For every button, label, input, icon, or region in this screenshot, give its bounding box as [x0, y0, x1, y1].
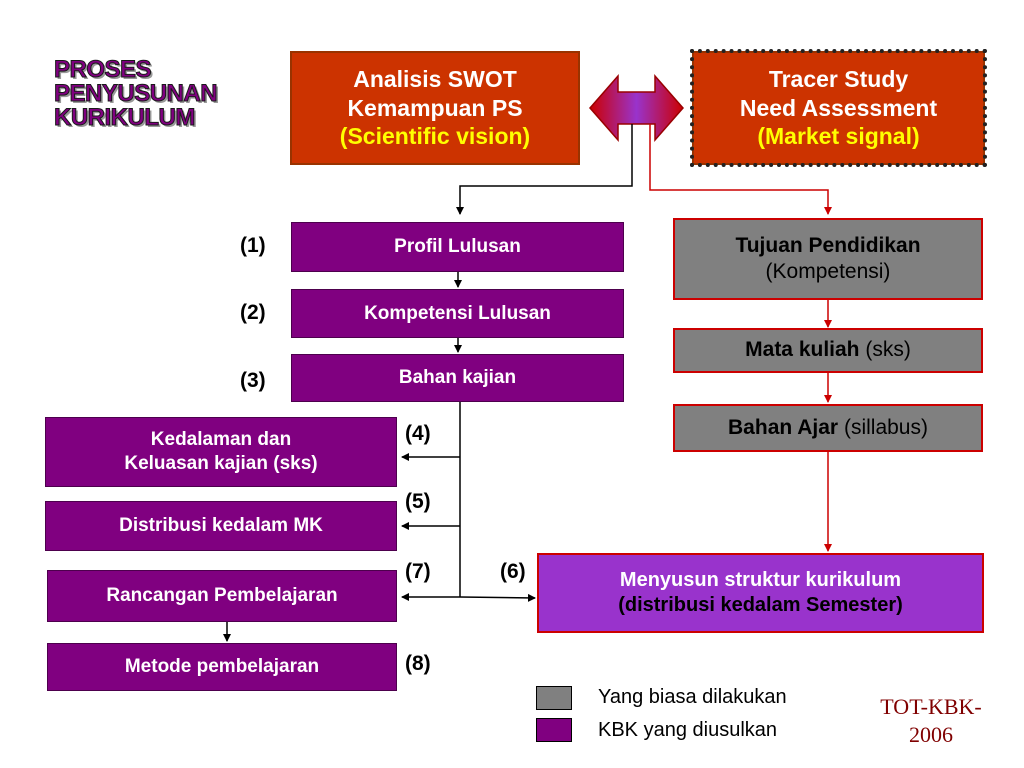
- step-number: (4): [405, 422, 431, 445]
- kedalaman-box: Kedalaman dan Keluasan kajian (sks): [45, 417, 397, 487]
- legend-swatch-purple: [536, 718, 572, 742]
- swot-line3: (Scientific vision): [339, 123, 531, 150]
- metode-box: Metode pembelajaran: [47, 643, 397, 691]
- title-line: PENYUSUNAN: [54, 80, 219, 107]
- bahan-kajian-box: Bahan kajian: [291, 354, 624, 402]
- step-number: (3): [240, 369, 266, 392]
- legend-label: Yang biasa dilakukan: [598, 686, 787, 708]
- mata-bold: Mata kuliah: [745, 338, 860, 362]
- kompetensi-lulusan-box: Kompetensi Lulusan: [291, 289, 624, 338]
- tujuan-bold: Tujuan Pendidikan: [735, 233, 921, 257]
- tracer-line3: (Market signal): [757, 123, 920, 150]
- rancangan-box: Rancangan Pembelajaran: [47, 570, 397, 622]
- mata-normal: (sks): [865, 338, 911, 362]
- profil-lulusan-box: Profil Lulusan: [291, 222, 624, 272]
- step-number: (5): [405, 490, 431, 513]
- swot-line1: Analisis SWOT: [353, 65, 517, 92]
- tracer-line1: Tracer Study: [768, 65, 909, 92]
- swot-box: Analisis SWOT Kemampuan PS (Scientific v…: [290, 51, 580, 165]
- bahanajar-bold: Bahan Ajar: [728, 415, 839, 439]
- arrow-to-tujuan: [649, 124, 832, 215]
- arrow-to-struktur: [459, 593, 536, 602]
- struktur-line1: Menyusun struktur kurikulum: [619, 569, 902, 591]
- tujuan-box: Tujuan Pendidikan (Kompetensi): [673, 218, 983, 300]
- step-number: (6): [500, 560, 526, 583]
- step-number: (7): [405, 560, 431, 583]
- bahan-ajar-box: Bahan Ajar (sillabus): [673, 404, 983, 452]
- double-arrow-icon: [589, 74, 684, 142]
- legend-swatch-gray: [536, 686, 572, 710]
- tujuan-normal: (Kompetensi): [765, 260, 891, 283]
- kedalaman-line1: Kedalaman dan: [150, 429, 292, 451]
- mata-kuliah-box: Mata kuliah (sks): [673, 328, 983, 373]
- struktur-line2: (distribusi kedalam Semester): [618, 594, 903, 616]
- legend-label: KBK yang diusulkan: [598, 719, 778, 741]
- struktur-box: Menyusun struktur kurikulum (distribusi …: [537, 553, 984, 633]
- tot-label: TOT-KBK- 2006: [866, 693, 996, 749]
- title-line: KURIKULUM: [54, 104, 196, 131]
- bahanajar-normal: (sillabus): [843, 415, 928, 439]
- tracer-box: Tracer Study Need Assessment (Market sig…: [690, 49, 987, 167]
- step-number: (2): [240, 301, 266, 324]
- tot-line1: TOT-KBK-: [880, 694, 982, 719]
- tracer-line2: Need Assessment: [739, 94, 938, 121]
- title-line: PROSES: [54, 56, 153, 83]
- step-number: (1): [240, 234, 266, 257]
- page-title: PROSES PENYUSUNAN KURIKULUM: [54, 56, 274, 131]
- distribusi-mk-box: Distribusi kedalam MK: [45, 501, 397, 551]
- swot-line2: Kemampuan PS: [347, 94, 523, 121]
- tot-line2: 2006: [909, 722, 953, 747]
- step-number: (8): [405, 652, 431, 675]
- arrow-to-profil: [456, 124, 633, 215]
- kedalaman-line2: Keluasan kajian (sks): [124, 453, 318, 474]
